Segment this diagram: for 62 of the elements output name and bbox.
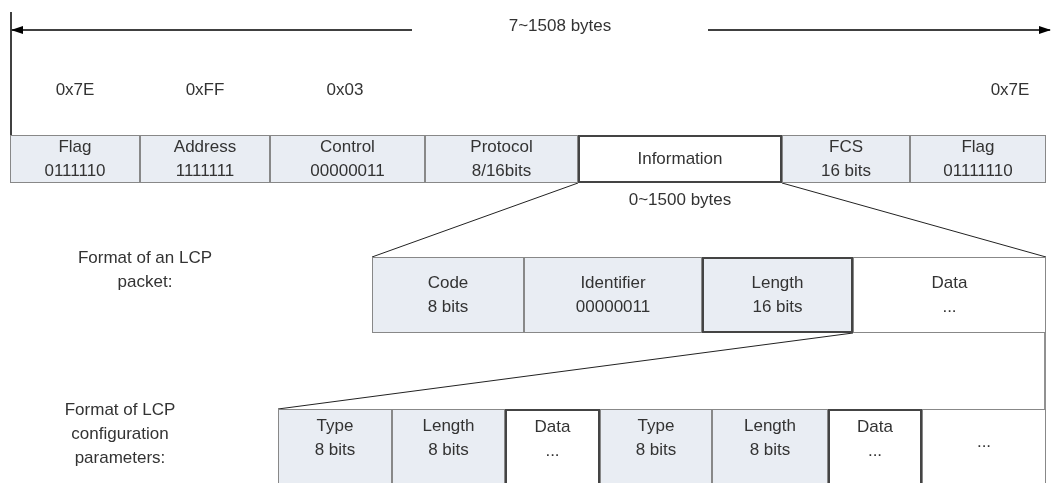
field-size: 1111111 — [175, 160, 235, 182]
field-name: FCS — [829, 136, 863, 158]
field-size: 8 bits — [749, 439, 791, 461]
field-name: Identifier — [580, 272, 646, 294]
packet-field — [10, 135, 140, 183]
packet-field — [278, 409, 392, 483]
field-name: Data — [931, 272, 968, 294]
packet-field — [425, 135, 578, 183]
field-size: 8 bits — [427, 296, 469, 318]
field-size: 8 bits — [635, 439, 677, 461]
field-value-label: 0~1500 bytes — [628, 190, 732, 210]
field-name: Flag — [961, 136, 995, 158]
packet-field — [270, 135, 425, 183]
packet-field — [372, 257, 524, 333]
field-name: Length — [422, 415, 475, 437]
packet-field — [524, 257, 702, 333]
expansion-line — [371, 182, 579, 258]
field-size: 8 bits — [428, 439, 469, 461]
field-name: Address — [173, 136, 237, 158]
packet-field — [600, 409, 712, 483]
packet-field — [828, 409, 922, 483]
field-value-label: 0xFF — [185, 80, 225, 100]
packet-field — [578, 135, 782, 183]
field-value-label: 0x03 — [326, 80, 364, 100]
field-name: ... — [976, 431, 992, 453]
field-name: Flag — [58, 136, 92, 158]
format-caption: Format of an LCP packet: — [76, 247, 214, 293]
field-size: 8 bits — [314, 439, 356, 461]
packet-field — [505, 409, 600, 483]
field-name: Type — [637, 415, 675, 437]
field-name: Information — [637, 148, 723, 170]
field-name: Protocol — [470, 136, 533, 158]
packet-field — [853, 257, 1046, 333]
field-value-label: 0x7E — [55, 80, 95, 100]
field-size: 8/16bits — [471, 160, 532, 182]
field-size: ... — [867, 440, 883, 462]
field-name: Control — [320, 136, 375, 158]
field-size: 16 bits — [752, 296, 803, 318]
field-name: Type — [316, 415, 354, 437]
field-size: 0111110 — [44, 160, 106, 182]
field-name: Length — [751, 272, 804, 294]
field-size: 00000011 — [310, 160, 385, 182]
packet-field — [392, 409, 505, 483]
field-size: ... — [942, 296, 957, 318]
packet-field — [922, 409, 1046, 483]
expansion-line — [781, 182, 1047, 258]
expansion-line — [1044, 332, 1046, 410]
field-name: Length — [744, 415, 796, 437]
packet-field — [140, 135, 270, 183]
field-size: 16 bits — [820, 160, 872, 182]
field-name: Data — [534, 416, 571, 438]
field-size: 01111110 — [943, 160, 1013, 182]
field-value-label: 0x7E — [990, 80, 1030, 100]
field-size: ... — [545, 440, 560, 462]
field-size: 00000011 — [575, 296, 651, 318]
packet-field — [702, 257, 853, 333]
field-name: Code — [427, 272, 469, 294]
format-caption: Format of LCP configuration parameters: — [63, 399, 177, 469]
packet-field — [712, 409, 828, 483]
field-name: Data — [857, 416, 893, 438]
packet-field — [782, 135, 910, 183]
packet-field — [910, 135, 1046, 183]
